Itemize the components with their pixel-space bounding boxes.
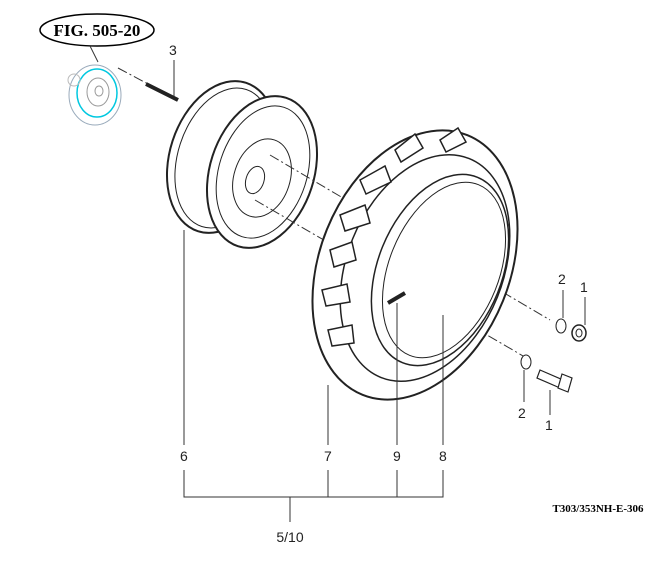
callout-assembly: 5/10: [276, 529, 303, 545]
valve-stem: [386, 291, 407, 305]
rim-part: [165, 80, 319, 249]
figure-reference-link[interactable]: FIG. 505-20: [39, 13, 155, 47]
callout-2-lower: 2: [518, 405, 526, 421]
callout-1-lower: 1: [545, 417, 553, 433]
hub-part: [67, 64, 122, 126]
callout-6: 6: [180, 448, 188, 464]
callout-8: 8: [439, 448, 447, 464]
callout-3: 3: [169, 42, 177, 58]
callout-9: 9: [393, 448, 401, 464]
bolt-washer-lower: [520, 354, 573, 393]
callout-7: 7: [324, 448, 332, 464]
callout-2-upper: 2: [558, 271, 566, 287]
figure-reference-label: FIG. 505-20: [54, 21, 141, 40]
callout-1-upper: 1: [580, 279, 588, 295]
nut-washer-upper: [555, 318, 587, 342]
stud-bolt: [145, 82, 179, 102]
drawing-code: T303/353NH-E-306: [552, 503, 644, 515]
tire-part: [311, 126, 519, 401]
